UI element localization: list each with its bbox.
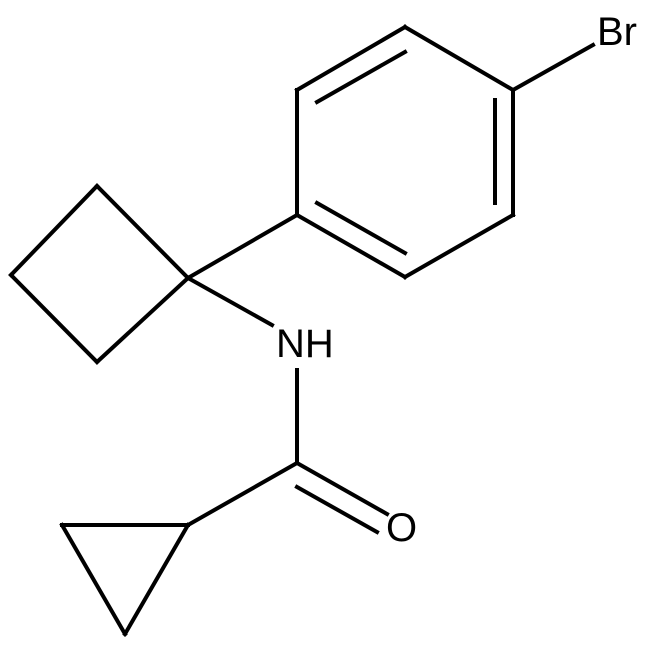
ring-bond: [94, 275, 191, 365]
c-n-bond: [185, 275, 275, 328]
carbonyl-bond: [294, 460, 390, 517]
carbonyl-cyclopropyl-bond: [185, 460, 300, 528]
ring-bond: [402, 24, 516, 93]
ring-bond: [294, 24, 408, 93]
ring-bond: [8, 272, 100, 365]
ring-double-bond: [314, 200, 408, 256]
c-br-bond: [510, 42, 596, 93]
oxygen-label: O: [386, 506, 417, 550]
cyclobutane-ring: [8, 183, 191, 365]
ring-double-bond: [314, 49, 408, 105]
nh-label: NH: [276, 322, 334, 366]
ring-bond: [294, 212, 408, 280]
benzene-ring: [294, 24, 516, 280]
ring-bond: [59, 522, 128, 637]
bromine-label: Br: [597, 10, 637, 54]
ring-bond: [94, 183, 191, 281]
cyclopropane-ring: [59, 522, 191, 637]
ring-bond: [122, 522, 191, 637]
carbonyl-double-bond: [294, 484, 380, 535]
aryl-cyclobutyl-bond: [185, 212, 300, 281]
ring-bond: [8, 183, 100, 278]
ring-bond: [402, 212, 516, 280]
